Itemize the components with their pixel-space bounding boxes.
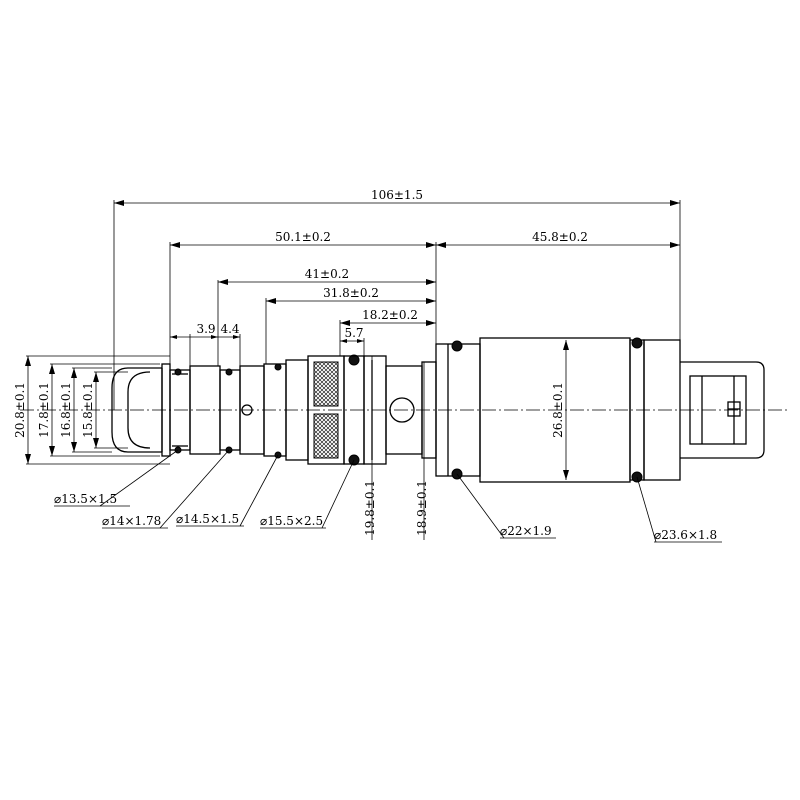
dim-dia-18-9: 18.9±0.1	[415, 480, 429, 536]
oring-5-top	[451, 340, 463, 352]
dim-dia-19-8: 19.8±0.1	[363, 480, 377, 536]
oring-2-top	[225, 368, 233, 376]
dim-50-1: 50.1±0.2	[275, 230, 331, 244]
oring-label-3: ⌀14.5×1.5	[176, 512, 239, 526]
neck-port	[389, 397, 415, 423]
bleed-hole	[241, 404, 253, 416]
dim-dia-20-8: 20.8±0.1	[13, 382, 27, 438]
oring-label-2: ⌀14×1.78	[102, 514, 161, 528]
oring-label-6: ⌀23.6×1.8	[654, 528, 717, 542]
dim-3-9: 3.9	[196, 322, 215, 336]
front-tip-inner	[127, 371, 151, 449]
dimensions: 106±1.5 50.1±0.2 45.8±0.2 41±0.2 31.8±0.…	[13, 188, 681, 540]
oring-1-top	[174, 368, 182, 376]
dim-dia-17-8: 17.8±0.1	[37, 382, 51, 438]
oring-6-top	[631, 337, 643, 349]
connector	[680, 361, 765, 459]
dim-45-8: 45.8±0.2	[532, 230, 588, 244]
oring-label-4: ⌀15.5×2.5	[260, 514, 323, 528]
oring-callouts: ⌀13.5×1.5 ⌀14×1.78 ⌀14.5×1.5 ⌀15.5×2.5 ⌀…	[54, 449, 722, 543]
dim-4-4: 4.4	[220, 322, 239, 336]
dim-5-7: 5.7	[344, 326, 363, 340]
dim-overall-length: 106±1.5	[371, 188, 423, 202]
oring-3-top	[274, 363, 282, 371]
front-tip	[111, 367, 162, 453]
dim-dia-15-8: 15.8±0.1	[81, 382, 95, 438]
valve-body	[20, 337, 790, 483]
dim-18-2: 18.2±0.2	[362, 308, 418, 322]
dim-dia-16-8: 16.8±0.1	[59, 382, 73, 438]
dim-dia-26-8: 26.8±0.1	[551, 382, 565, 438]
oring-4-top	[348, 354, 360, 366]
oring-label-1: ⌀13.5×1.5	[54, 492, 117, 506]
dim-41: 41±0.2	[305, 267, 349, 281]
oring-label-5: ⌀22×1.9	[500, 524, 552, 538]
dim-31-8: 31.8±0.2	[323, 286, 379, 300]
